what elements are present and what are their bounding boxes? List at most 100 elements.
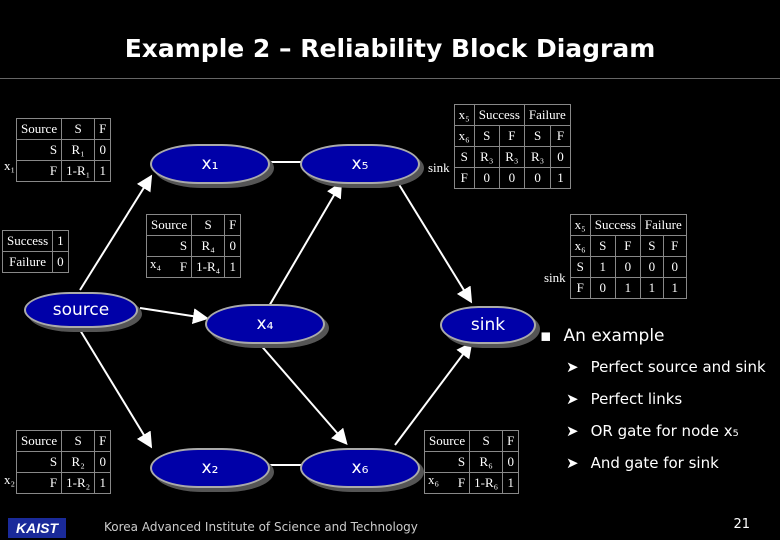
table-x4-cell: S bbox=[145, 235, 193, 257]
arrow-bullet-icon: ➤ bbox=[566, 454, 579, 472]
bullet-item-text: And gate for sink bbox=[590, 454, 719, 472]
sink-top-success: Success bbox=[473, 104, 525, 126]
sink-top-cell: R₃ bbox=[473, 146, 500, 168]
node-x2: x₂ bbox=[150, 448, 270, 488]
sink-right-cell: 0 bbox=[614, 256, 641, 278]
table-x2-header-f: F bbox=[94, 430, 112, 452]
sink-right-cell: S bbox=[569, 256, 591, 278]
arrow-bullet-icon: ➤ bbox=[566, 390, 579, 408]
sink-right-cell: F bbox=[662, 235, 687, 257]
table-x6-header-f: F bbox=[502, 430, 520, 452]
table-x4-cell: R₄ bbox=[191, 235, 226, 257]
table-x2-header-s: S bbox=[61, 430, 96, 452]
bullet-item: ➤ Perfect source and sink bbox=[566, 358, 776, 376]
footer-text: Korea Advanced Institute of Science and … bbox=[104, 520, 418, 534]
square-bullet-icon: ▪ bbox=[540, 326, 552, 346]
sink-right-cell: 1 bbox=[614, 277, 641, 299]
edge-x5-sink bbox=[394, 177, 473, 304]
sink-right-label: sink bbox=[544, 269, 566, 285]
sink-right-cell: 1 bbox=[589, 256, 616, 278]
table-x4-cell: 1 bbox=[224, 256, 242, 278]
sink-right-cell: 1 bbox=[639, 277, 664, 299]
bullet-item-text: OR gate for node x₅ bbox=[590, 422, 739, 440]
table-x2-var: x₂ bbox=[4, 472, 16, 487]
sink-table-right: x₅ Success Failure x₆ S F S F sink S 1 0… bbox=[540, 214, 687, 299]
kaist-logo: KAIST bbox=[8, 518, 66, 538]
sink-top-x5-label: x₅ bbox=[453, 104, 475, 126]
edge-source-x1 bbox=[79, 174, 153, 291]
title-divider bbox=[0, 78, 780, 79]
table-x1-header-source: Source bbox=[15, 118, 63, 140]
table-x6-cell: 1 bbox=[502, 472, 520, 494]
table-x2-cell: F bbox=[15, 472, 63, 494]
sink-right-cell: 0 bbox=[589, 277, 616, 299]
sink-top-label: sink bbox=[428, 159, 450, 175]
sink-right-x5-label: x₅ bbox=[569, 214, 591, 236]
table-x1-cell: 1 bbox=[94, 160, 112, 182]
table-x6-header-source: Source bbox=[423, 430, 471, 452]
bullet-item-text: Perfect source and sink bbox=[590, 358, 766, 376]
table-x6-cell: F bbox=[423, 472, 471, 494]
sink-right-cell: 0 bbox=[662, 256, 687, 278]
bullet-list: ▪ An example ➤ Perfect source and sink ➤… bbox=[540, 326, 776, 486]
table-x6-cell: S bbox=[423, 451, 471, 473]
table-x1-cell: F bbox=[15, 160, 63, 182]
table-x4-header-s: S bbox=[191, 214, 226, 236]
sink-top-cell: S bbox=[523, 125, 552, 147]
sink-top-cell: 0 bbox=[523, 167, 552, 189]
table-x4-cell: F bbox=[145, 256, 193, 278]
table-x1-header-s: S bbox=[61, 118, 96, 140]
table-x4-cell: 1-R₄ bbox=[191, 256, 226, 278]
sink-top-cell: R₃ bbox=[498, 146, 525, 168]
sink-top-cell: F bbox=[498, 125, 525, 147]
table-x2-cell: R₂ bbox=[61, 451, 96, 473]
sink-right-failure: Failure bbox=[639, 214, 687, 236]
sink-top-cell: F bbox=[453, 167, 475, 189]
table-x4-cell: 0 bbox=[224, 235, 242, 257]
node-x4: x₄ bbox=[205, 304, 325, 344]
sink-top-cell: 0 bbox=[498, 167, 525, 189]
edge-source-x2 bbox=[79, 329, 153, 449]
table-x1-var: x₁ bbox=[4, 158, 16, 173]
sink-right-cell: F bbox=[569, 277, 591, 299]
node-x1: x₁ bbox=[150, 144, 270, 184]
table-x2-cell: 0 bbox=[94, 451, 112, 473]
edge-x4-x6 bbox=[257, 341, 348, 446]
table-x1-cell: R₁ bbox=[61, 139, 96, 161]
sink-top-x6-label: x₆ bbox=[453, 125, 475, 147]
sink-right-success: Success bbox=[589, 214, 641, 236]
sink-top-cell: R₃ bbox=[523, 146, 552, 168]
sink-right-cell: 0 bbox=[639, 256, 664, 278]
table-x4-header-source: Source bbox=[145, 214, 193, 236]
table-x6-cell: 1-R₆ bbox=[469, 472, 504, 494]
bullet-item: ➤ Perfect links bbox=[566, 390, 776, 408]
node-sink: sink bbox=[440, 306, 536, 344]
sink-top-cell: 0 bbox=[550, 146, 571, 168]
source-table-cell: Failure bbox=[1, 251, 54, 273]
table-x6-cell: 0 bbox=[502, 451, 520, 473]
sink-right-x6-label: x₆ bbox=[569, 235, 591, 257]
page-number: 21 bbox=[733, 517, 750, 532]
sink-top-failure: Failure bbox=[523, 104, 571, 126]
sink-top-cell: S bbox=[453, 146, 475, 168]
arrow-bullet-icon: ➤ bbox=[566, 422, 579, 440]
table-x6-cell: R₆ bbox=[469, 451, 504, 473]
sink-right-cell: S bbox=[589, 235, 616, 257]
source-table-cell: 0 bbox=[52, 251, 69, 273]
edge-source-x4 bbox=[139, 307, 209, 325]
bullet-item-text: Perfect links bbox=[590, 390, 683, 408]
table-x2-cell: S bbox=[15, 451, 63, 473]
slide-title: Example 2 – Reliability Block Diagram bbox=[124, 34, 656, 63]
sink-right-cell: S bbox=[639, 235, 664, 257]
table-x2-header-source: Source bbox=[15, 430, 63, 452]
sink-top-cell: 0 bbox=[473, 167, 500, 189]
bullet-main-text: An example bbox=[563, 326, 665, 346]
table-x2-cell: 1 bbox=[94, 472, 112, 494]
source-table-cell: Success bbox=[1, 230, 54, 252]
sink-right-cell: F bbox=[614, 235, 641, 257]
node-x6: x₆ bbox=[300, 448, 420, 488]
